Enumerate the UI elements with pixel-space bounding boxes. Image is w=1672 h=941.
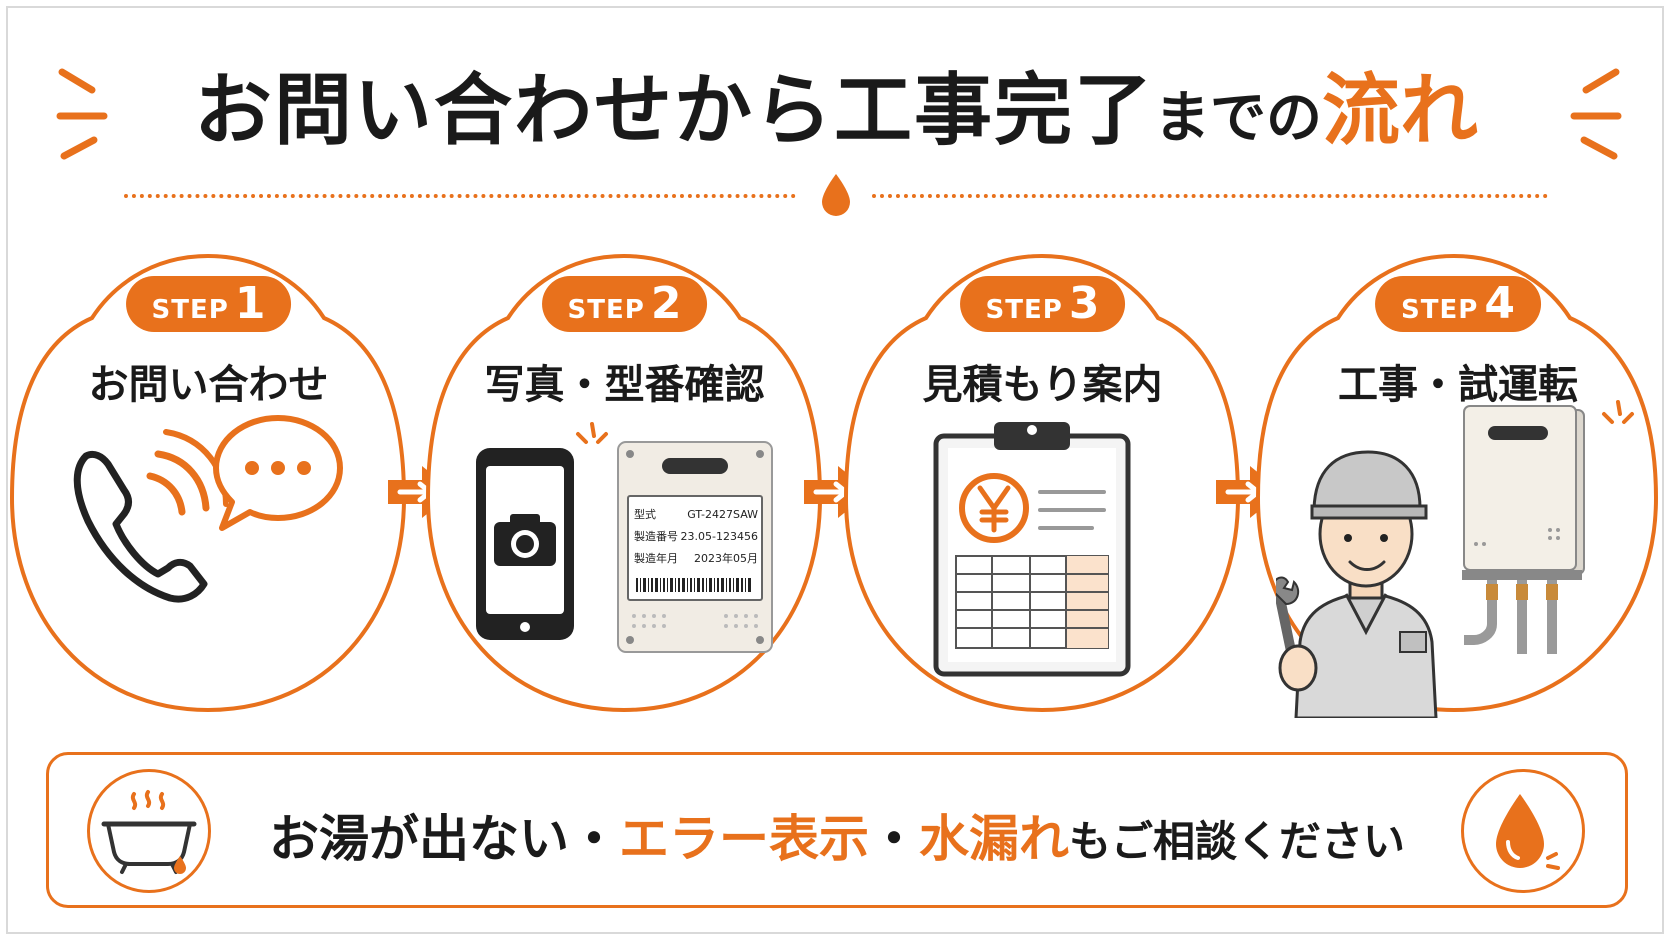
clipboard-estimate-icon — [933, 422, 1131, 677]
step-2-card: STEP 2 写真・型番確認 — [422, 248, 827, 718]
step-title: お問い合わせ — [88, 362, 329, 408]
water-drop-icon — [1496, 794, 1560, 870]
step-title: 見積もり案内 — [922, 362, 1163, 408]
bathtub-icon — [101, 790, 197, 874]
right-burst-icon — [1570, 68, 1622, 160]
step-1-card: STEP 1 お問い合わせ — [6, 248, 411, 718]
consultation-message: お湯が出ない・エラー表示・水漏れもご相談ください — [268, 810, 1405, 868]
worker-illustration — [1276, 450, 1438, 718]
step-3-card: STEP 3 見積もり案内 — [840, 248, 1245, 718]
left-burst-icon — [56, 68, 108, 160]
title-accent: 流れ — [1322, 66, 1479, 156]
water-drop-icon — [822, 174, 850, 216]
step-badge: STEP 1 — [125, 276, 292, 332]
water-heater-icon — [1462, 405, 1585, 654]
phone-icon — [73, 429, 228, 603]
bathtub-badge — [87, 769, 211, 893]
sparkle-icon — [576, 422, 608, 444]
title-main: お問い合わせから工事完了 — [193, 66, 1154, 156]
page-title: お問い合わせから工事完了までの流れ — [0, 48, 1672, 160]
step-card-outline — [9, 253, 407, 713]
consultation-banner: お湯が出ない・エラー表示・水漏れもご相談ください — [46, 752, 1628, 908]
smartphone-camera-icon — [476, 448, 574, 640]
water-drop-badge — [1461, 769, 1585, 893]
sparkle-icon — [1602, 400, 1634, 424]
step-4-card: STEP 4 工事・試運転 — [1252, 248, 1664, 718]
chat-bubble-icon — [213, 415, 343, 531]
divider-right — [872, 194, 1548, 198]
divider-left — [124, 194, 796, 198]
step-badge: STEP 2 — [541, 276, 708, 332]
step-badge: STEP 3 — [959, 276, 1126, 332]
title-connector: までの — [1154, 86, 1322, 151]
step-title: 工事・試運転 — [1338, 362, 1578, 408]
step-badge: STEP 4 — [1375, 276, 1541, 332]
step-title: 写真・型番確認 — [484, 362, 765, 408]
